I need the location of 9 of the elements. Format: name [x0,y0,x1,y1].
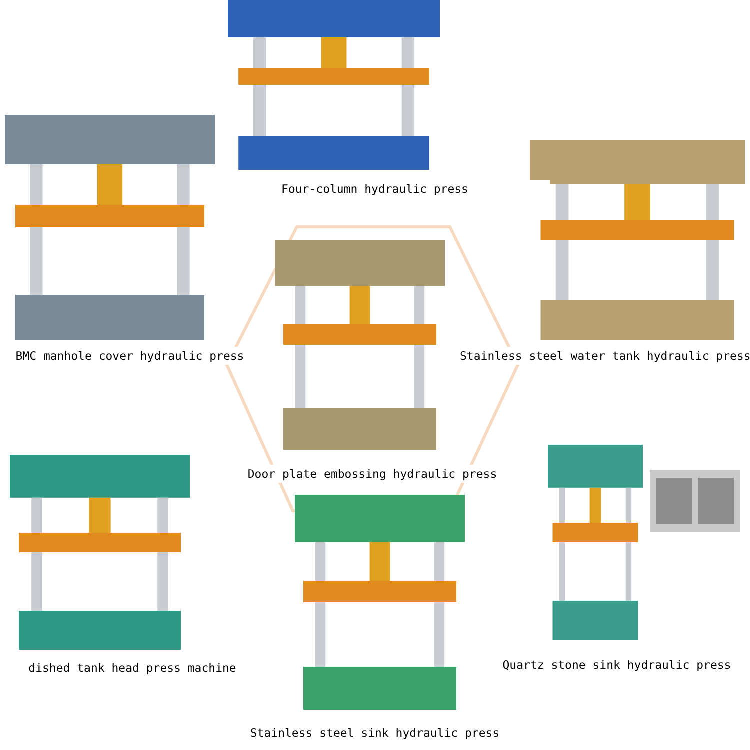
sink-drawing [650,470,740,532]
hydraulic-press-drawing [295,495,465,710]
hydraulic-press-drawing [228,0,440,170]
hydraulic-press-drawing [10,455,190,650]
hydraulic-press-drawing [530,140,745,340]
hydraulic-press-drawing [5,115,215,340]
hydraulic-press-drawing [548,445,643,640]
machine-caption: Stainless steel water tank hydraulic press [460,347,748,365]
hydraulic-press-drawing [275,240,445,450]
